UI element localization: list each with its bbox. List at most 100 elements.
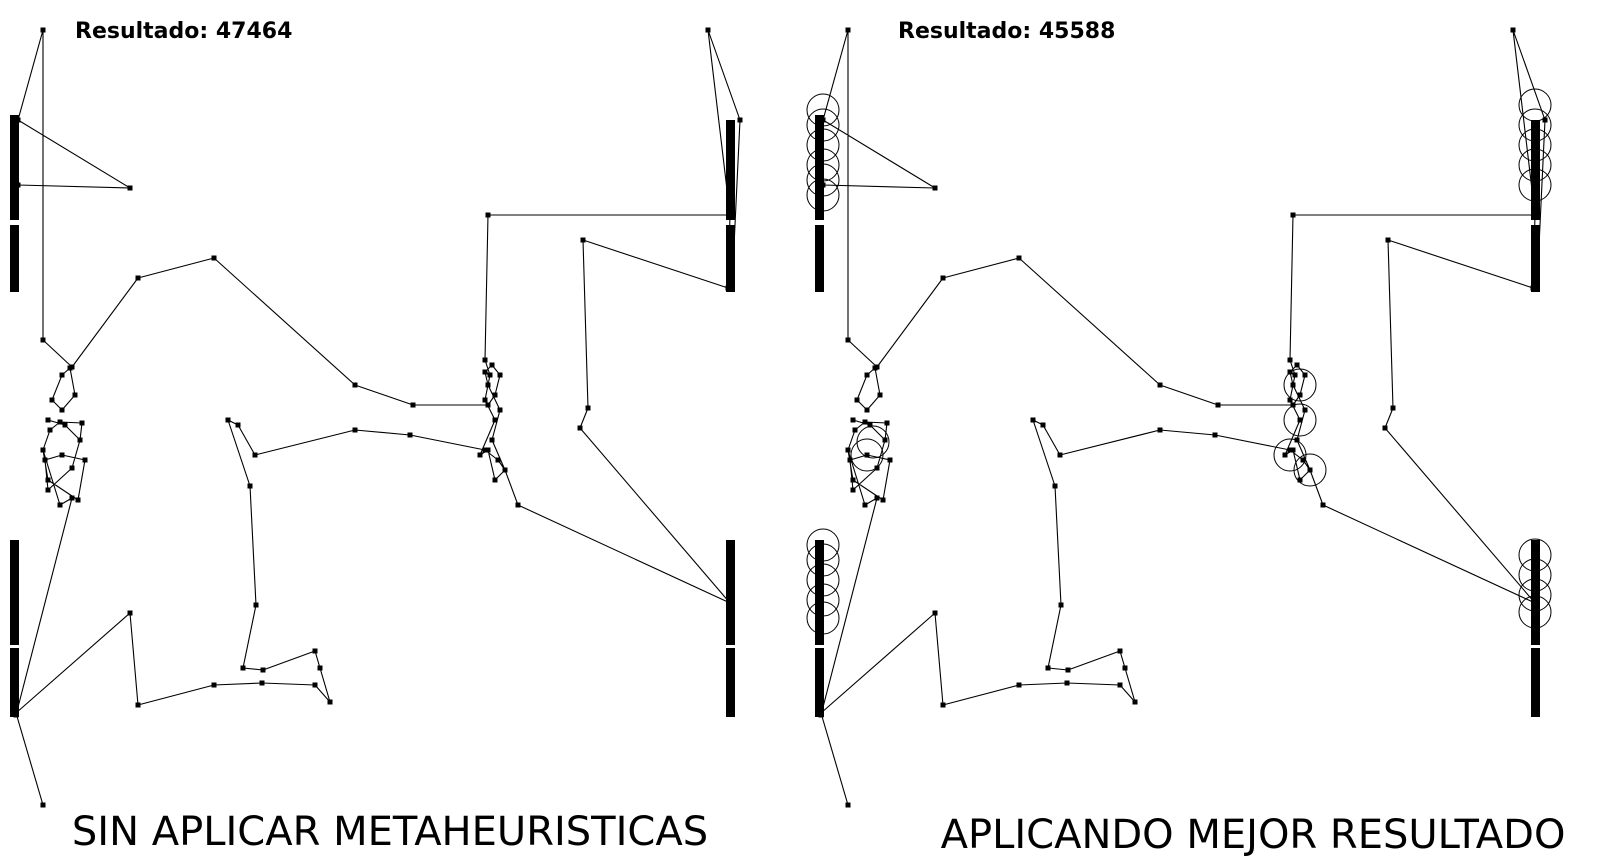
route-node	[852, 427, 858, 433]
route-node	[1297, 417, 1303, 423]
route-node	[235, 422, 241, 428]
route-node	[225, 417, 231, 423]
highlight-ring	[1518, 148, 1552, 182]
highlight-ring	[806, 563, 840, 597]
highlight-ring	[1518, 595, 1552, 629]
route-node	[497, 407, 503, 413]
route-node	[135, 702, 141, 708]
route-node	[485, 212, 491, 218]
route-node	[247, 483, 253, 489]
route-node	[862, 419, 868, 425]
route-node	[62, 422, 68, 428]
highlight-ring	[806, 178, 840, 212]
route-node	[854, 397, 860, 403]
dense-node-columns-right	[815, 115, 1540, 717]
route-node	[15, 182, 21, 188]
route-node	[850, 487, 856, 493]
route-node	[1290, 402, 1296, 408]
node-column	[815, 540, 824, 645]
route-node	[259, 680, 265, 686]
route-path-right	[820, 29, 1546, 806]
highlight-ring	[806, 128, 840, 162]
route-node	[1287, 397, 1293, 403]
route-node	[127, 185, 133, 191]
route-node	[59, 372, 65, 378]
route-graph-left	[10, 27, 743, 808]
highlight-ring	[806, 528, 840, 562]
route-node	[211, 255, 217, 261]
highlight-ring	[806, 543, 840, 577]
highlight-ring	[1518, 88, 1552, 122]
route-node	[1297, 477, 1303, 483]
route-node	[818, 712, 824, 718]
route-node	[585, 405, 591, 411]
highlight-ring	[1283, 368, 1317, 402]
route-node	[1297, 392, 1303, 398]
route-node	[577, 425, 583, 431]
route-nodes-left	[13, 27, 743, 808]
route-node	[727, 600, 733, 606]
route-node	[1542, 117, 1548, 123]
node-column	[1531, 648, 1540, 717]
route-node	[820, 117, 826, 123]
node-column	[726, 225, 735, 292]
route-node	[880, 497, 886, 503]
route-node	[492, 392, 498, 398]
route-node	[940, 702, 946, 708]
route-node	[1212, 432, 1218, 438]
route-node	[580, 237, 586, 243]
route-node	[1300, 457, 1306, 463]
route-node	[497, 372, 503, 378]
route-node	[252, 452, 258, 458]
highlight-ring	[806, 93, 840, 127]
route-node	[845, 27, 851, 33]
route-node	[820, 182, 826, 188]
node-column	[815, 115, 824, 220]
route-nodes-right	[818, 27, 1548, 808]
node-column	[10, 115, 19, 220]
route-node	[725, 285, 731, 291]
route-node	[1122, 665, 1128, 671]
route-node	[1307, 467, 1313, 473]
route-node	[850, 417, 856, 423]
route-node	[482, 357, 488, 363]
node-column	[10, 648, 19, 717]
route-node	[882, 437, 888, 443]
highlight-ring	[806, 583, 840, 617]
node-column	[1531, 120, 1540, 220]
route-node	[135, 275, 141, 281]
route-node	[940, 275, 946, 281]
route-node	[847, 457, 853, 463]
highlight-ring	[1273, 438, 1307, 472]
route-node	[737, 117, 743, 123]
route-node	[1040, 422, 1046, 428]
route-node	[515, 502, 521, 508]
route-node	[45, 477, 51, 483]
route-node	[1117, 648, 1123, 654]
route-node	[1016, 682, 1022, 688]
route-node	[1030, 417, 1036, 423]
route-node	[482, 397, 488, 403]
route-node	[1045, 665, 1051, 671]
highlight-ring	[806, 163, 840, 197]
route-node	[872, 365, 878, 371]
route-node	[77, 437, 83, 443]
route-node	[485, 382, 491, 388]
route-node	[82, 457, 88, 463]
route-node	[1290, 447, 1296, 453]
route-node	[317, 665, 323, 671]
route-node	[845, 337, 851, 343]
route-node	[40, 802, 46, 808]
route-node	[874, 495, 880, 501]
route-node	[410, 402, 416, 408]
route-node	[729, 285, 735, 291]
route-node	[211, 682, 217, 688]
route-node	[1157, 382, 1163, 388]
route-node	[40, 27, 46, 33]
route-node	[1385, 237, 1391, 243]
route-node	[253, 602, 259, 608]
route-node	[1016, 255, 1022, 261]
route-node	[482, 447, 488, 453]
panel-without-metaheuristics: Resultado: 47464 SIN APLICAR METAHEURIST…	[10, 19, 743, 855]
